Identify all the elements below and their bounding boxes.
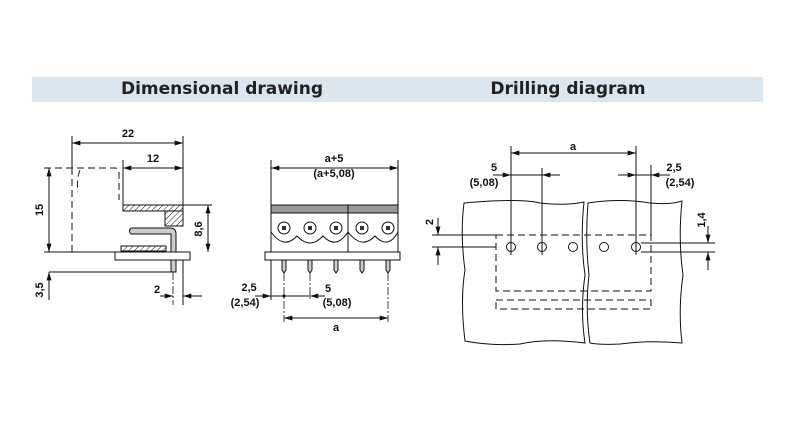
dim-2: 2 (154, 284, 160, 296)
dim-12: 12 (147, 153, 159, 165)
dim-8-6: 8,6 (193, 221, 205, 236)
dim-2-5: 2,5 (241, 282, 256, 294)
drill-dim-5: 5 (491, 162, 497, 174)
drill-dim-2-5: 2,5 (666, 162, 681, 174)
dim-15: 15 (34, 204, 46, 216)
dim-2-54: (2,54) (231, 297, 260, 309)
drilling-diagram-title: Drilling diagram (490, 79, 646, 99)
drill-dim-1-4: 1,4 (696, 211, 708, 227)
drill-dim-a: a (570, 141, 577, 153)
header-band-right (398, 77, 763, 102)
dim-a: a (333, 322, 340, 334)
drill-dim-2-54: (2,54) (666, 177, 695, 189)
drill-dim-5-08: (5,08) (470, 177, 499, 189)
dim-a-plus-5: a+5 (325, 153, 344, 165)
dim-3-5: 3,5 (34, 282, 46, 297)
header-band-left (32, 77, 398, 102)
dimensional-drawing-title: Dimensional drawing (120, 79, 324, 99)
drill-dim-2: 2 (424, 219, 436, 225)
side-view (44, 136, 212, 305)
drilling-view (432, 146, 715, 346)
dim-22: 22 (122, 128, 134, 140)
front-view (255, 160, 401, 322)
dim-5: 5 (325, 283, 331, 295)
dim-a-plus-5-08: (a+5,08) (313, 168, 355, 180)
dim-5-08: (5,08) (323, 297, 352, 309)
